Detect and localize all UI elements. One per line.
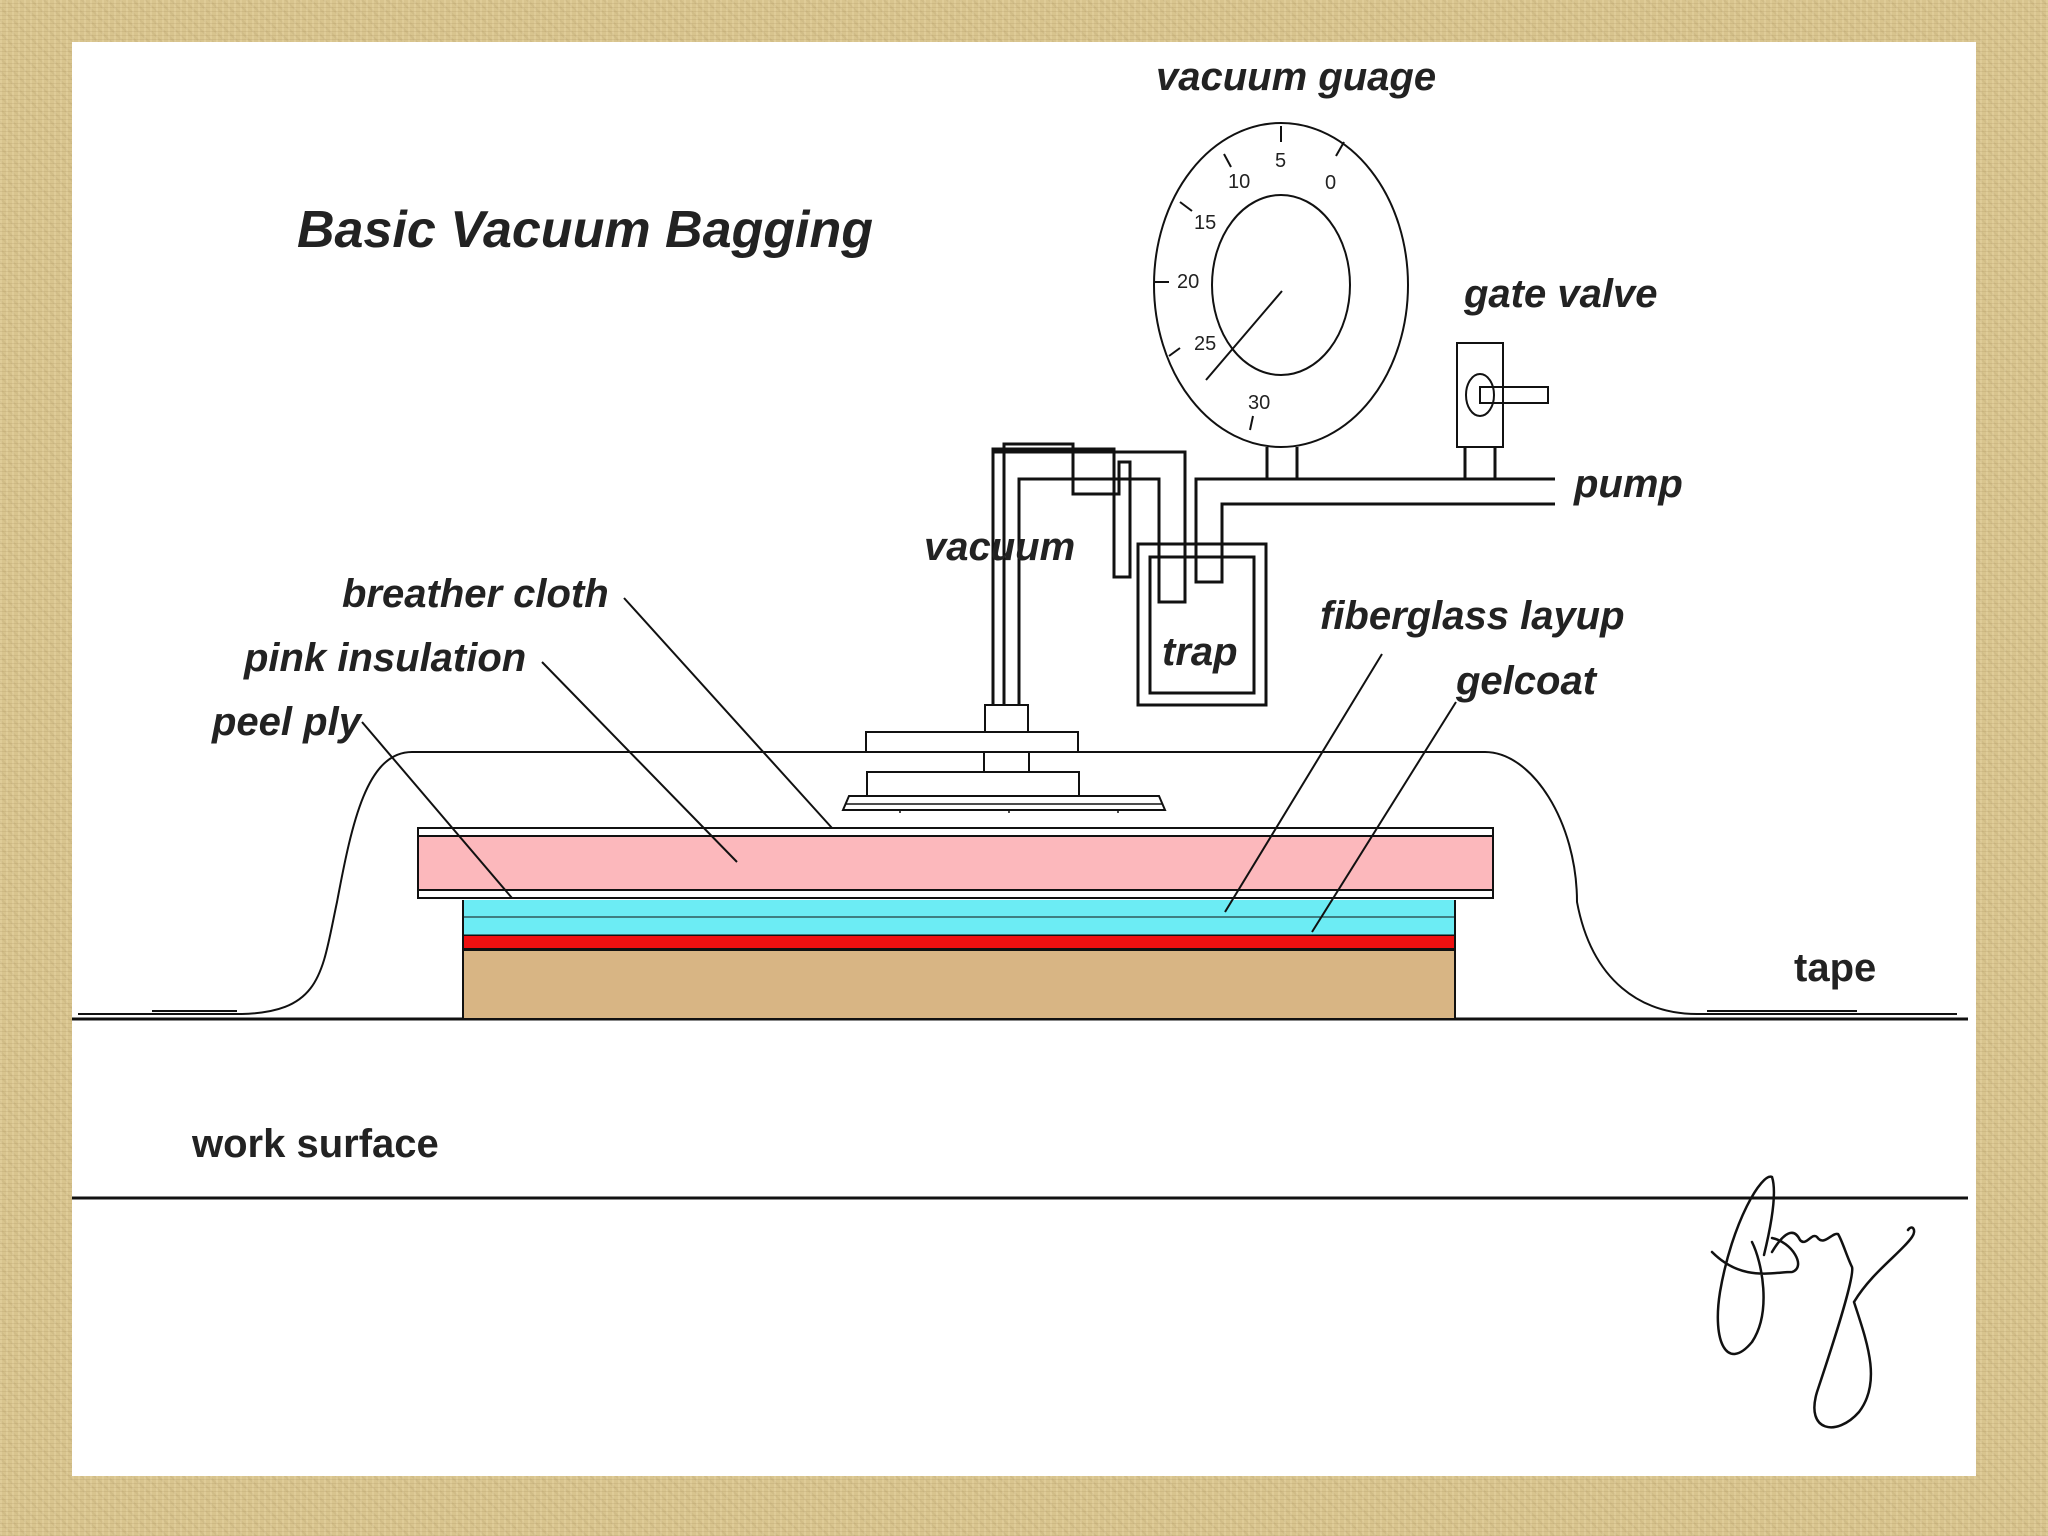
gelcoat-label: gelcoat bbox=[1455, 659, 1598, 703]
gate-valve bbox=[1456, 342, 1549, 448]
gauge-tick-25: 25 bbox=[1194, 333, 1216, 355]
gauge-tick-15: 15 bbox=[1194, 212, 1216, 234]
fiberglass-layup-leader bbox=[1224, 653, 1383, 913]
signature-scribble bbox=[1710, 1175, 1916, 1429]
peel-ply-label: peel ply bbox=[211, 700, 363, 744]
pink-insulation-label: pink insulation bbox=[243, 636, 526, 680]
fiberglass-layup-label: fiberglass layup bbox=[1320, 594, 1625, 638]
gelcoat-leader bbox=[1311, 701, 1457, 933]
slide-panel: Basic Vacuum Bagging work surface tape bbox=[72, 42, 1976, 1476]
breather-cloth-bottom bbox=[417, 889, 1494, 899]
pink-insulation-leader bbox=[541, 661, 738, 863]
tape-right bbox=[1697, 1010, 1957, 1015]
pump-label: pump bbox=[1573, 462, 1683, 506]
vacuum-port-fitting bbox=[841, 704, 1167, 813]
gauge-tick-5: 5 bbox=[1275, 150, 1286, 172]
vacuum-hose bbox=[991, 442, 1132, 705]
gauge-dial-numbers: 10 5 0 15 20 25 30 bbox=[1177, 150, 1336, 414]
vacuum-hose-rails bbox=[991, 450, 1187, 705]
tape-label: tape bbox=[1794, 946, 1876, 990]
breather-cloth-leader bbox=[623, 597, 833, 829]
breather-cloth-label: breather cloth bbox=[342, 572, 609, 616]
trap-vessel bbox=[1136, 542, 1268, 707]
vacuum-gauge bbox=[1153, 122, 1409, 448]
pink-insulation-layer bbox=[417, 835, 1494, 891]
mold-block bbox=[462, 949, 1456, 1020]
vacuum-bagging-diagram: Basic Vacuum Bagging work surface tape bbox=[72, 55, 1968, 1429]
vacuum-label: vacuum bbox=[924, 525, 1075, 569]
gauge-tick-0: 0 bbox=[1325, 172, 1336, 194]
trap-label: trap bbox=[1162, 630, 1238, 674]
vacuum-gauge-label: vacuum guage bbox=[1156, 55, 1436, 99]
diagram-title: Basic Vacuum Bagging bbox=[297, 201, 873, 259]
gauge-tick-30: 30 bbox=[1248, 392, 1270, 414]
breather-cloth-layer bbox=[417, 827, 1494, 837]
gelcoat-layer bbox=[462, 934, 1456, 950]
fiberglass-layup-layer bbox=[462, 916, 1456, 936]
gauge-tick-10: 10 bbox=[1228, 171, 1250, 193]
peel-ply-leader bbox=[361, 721, 513, 899]
gauge-tick-20: 20 bbox=[1177, 271, 1199, 293]
peel-ply-layer bbox=[463, 900, 1455, 917]
work-surface-label: work surface bbox=[191, 1122, 439, 1166]
pump-line bbox=[1194, 447, 1555, 544]
gate-valve-label: gate valve bbox=[1463, 272, 1657, 316]
tape-left bbox=[78, 1010, 242, 1015]
